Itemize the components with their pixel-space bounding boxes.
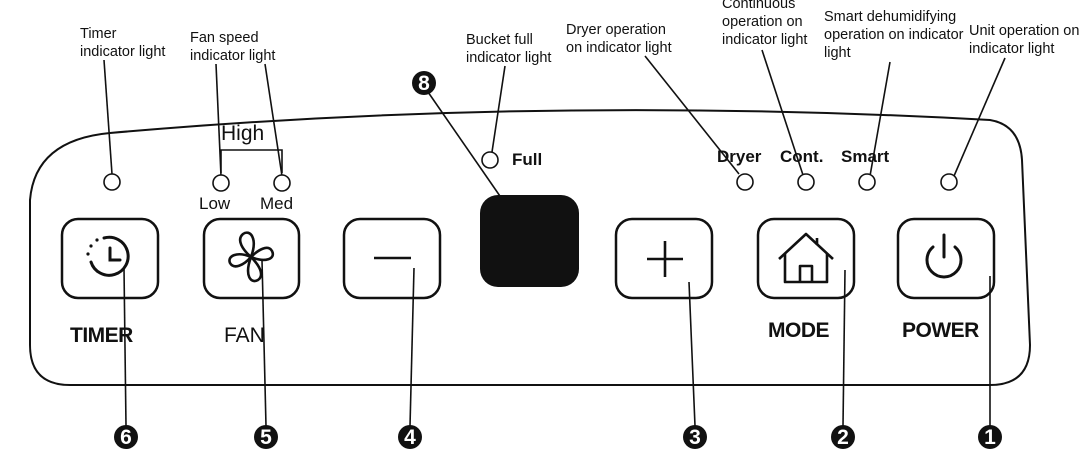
fan-number-leader: [261, 259, 267, 427]
mode-button[interactable]: [756, 217, 856, 300]
smart-light-callout: Smart dehumidifying operation on indicat…: [824, 9, 968, 61]
power-button[interactable]: [896, 217, 996, 300]
svg-text:1: 1: [984, 426, 996, 449]
continuous-light-callout: Continuous operation on indicator light: [722, 0, 807, 48]
fan-icon: [228, 231, 275, 283]
full-label: Full: [512, 150, 542, 169]
dryer-indicator-light: [736, 173, 754, 191]
fan-label: FAN: [224, 324, 265, 347]
number-badge-plus: 3: [683, 425, 707, 449]
home-icon: [778, 232, 834, 284]
fan-med-label: Med: [260, 194, 293, 213]
fan-low-leader: [215, 63, 222, 177]
bucket-light-callout: Bucket full indicator light: [466, 32, 551, 66]
smart-leader: [869, 61, 891, 177]
number-leader-lines: [123, 91, 991, 427]
timer-indicator-light: [103, 173, 121, 191]
fan-low-label: Low: [199, 194, 231, 213]
number-badge-minus: 4: [398, 425, 422, 449]
dryer-light-callout: Dryer operation on indicator light: [566, 22, 672, 56]
plus-icon: [647, 241, 683, 277]
bucket-full-indicator-light: [481, 151, 499, 169]
svg-text:2: 2: [837, 426, 849, 449]
callout-leader-lines: [103, 49, 1006, 177]
digital-display: [480, 195, 579, 287]
bucket-leader: [491, 65, 506, 153]
svg-text:5: 5: [260, 426, 272, 449]
svg-text:4: 4: [404, 426, 416, 449]
control-panel-outline: [29, 109, 1032, 386]
smart-label: Smart: [841, 147, 890, 166]
power-icon: [925, 233, 963, 279]
unit-leader: [953, 57, 1006, 177]
fan-high-label: High: [221, 122, 264, 145]
mode-label: MODE: [768, 319, 829, 342]
display-number-leader: [427, 91, 503, 200]
timer-leader: [103, 59, 113, 175]
number-badge-power: 1: [978, 425, 1002, 449]
timer-button[interactable]: [60, 217, 160, 300]
timer-label: TIMER: [70, 324, 133, 347]
clock-timer-icon: [86, 235, 130, 277]
number-badge-timer: 6: [114, 425, 138, 449]
power-label: POWER: [902, 319, 979, 342]
fan-low-indicator-light: [212, 174, 230, 192]
fan-med-indicator-light: [273, 174, 291, 192]
continuous-leader: [761, 49, 804, 176]
minus-number-leader: [409, 267, 415, 427]
fan-med-leader: [264, 63, 283, 177]
number-badge-display: 8: [412, 71, 436, 95]
number-badge-fan: 5: [254, 425, 278, 449]
fan-high-bracket: [220, 149, 283, 173]
timer-number-leader: [123, 267, 127, 427]
svg-text:8: 8: [418, 72, 430, 95]
fan-button[interactable]: [202, 217, 301, 300]
plus-button[interactable]: [614, 217, 714, 300]
number-badge-mode: 2: [831, 425, 855, 449]
smart-indicator-light: [858, 173, 876, 191]
continuous-indicator-light: [797, 173, 815, 191]
unit-light-callout: Unit operation on indicator light: [969, 23, 1081, 57]
plus-number-leader: [688, 281, 696, 427]
unit-indicator-light: [940, 173, 958, 191]
mode-number-leader: [842, 269, 846, 427]
svg-text:6: 6: [120, 426, 132, 449]
timer-light-callout: Timer indicator light: [80, 26, 165, 60]
minus-button[interactable]: [342, 217, 442, 300]
cont-label: Cont.: [780, 147, 823, 166]
fan-light-callout: Fan speed indicator light: [190, 30, 275, 64]
dryer-leader: [644, 55, 740, 175]
dryer-label: Dryer: [717, 147, 762, 166]
svg-text:3: 3: [689, 426, 701, 449]
